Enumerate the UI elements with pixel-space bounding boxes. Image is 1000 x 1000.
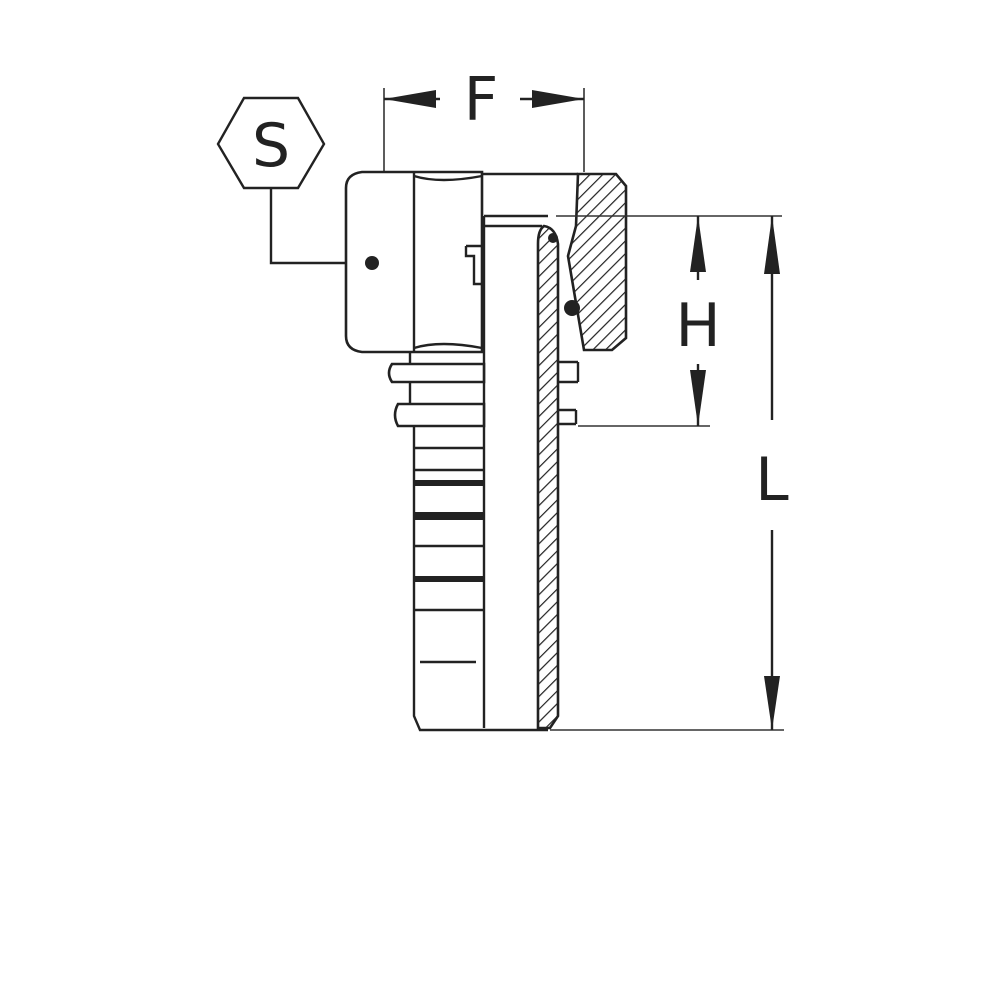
barb-band <box>414 512 484 520</box>
dimension-f: F <box>383 65 585 172</box>
s-leader-dot <box>365 256 379 270</box>
hex-callout: S <box>216 96 372 265</box>
dimension-h: H <box>556 215 782 427</box>
f-arrow-left <box>384 90 436 108</box>
nut-chamfer-top <box>413 174 483 182</box>
label-l: L <box>755 445 789 515</box>
stem-barbs <box>414 446 484 664</box>
l-arrow-top <box>764 216 780 274</box>
nut-hatched-section <box>566 172 628 352</box>
barb-band <box>414 576 484 582</box>
stem-collar-lower <box>393 402 486 428</box>
stem-tail-outline <box>412 426 548 732</box>
nut-section <box>482 172 628 352</box>
s-leader-line <box>269 188 372 265</box>
h-arrow-bottom <box>690 370 706 426</box>
stem-hatched-wall <box>536 224 560 730</box>
label-h: H <box>675 291 720 361</box>
stem-cone-dot <box>548 233 558 243</box>
h-arrow-top <box>690 216 706 272</box>
barb-band <box>414 480 484 486</box>
nut-chamfer-bottom <box>413 342 483 350</box>
f-arrow-right <box>532 90 584 108</box>
nut-retaining-ring <box>464 244 482 286</box>
hose-stem <box>387 214 580 732</box>
seal-ring-dot <box>564 300 580 316</box>
label-f: F <box>464 65 499 135</box>
hexagon-icon <box>216 96 326 190</box>
label-s: S <box>252 111 290 181</box>
hex-nut <box>344 170 484 354</box>
stem-collar-upper <box>387 362 486 384</box>
dimension-l: L <box>550 216 789 731</box>
l-arrow-bottom <box>764 676 780 730</box>
